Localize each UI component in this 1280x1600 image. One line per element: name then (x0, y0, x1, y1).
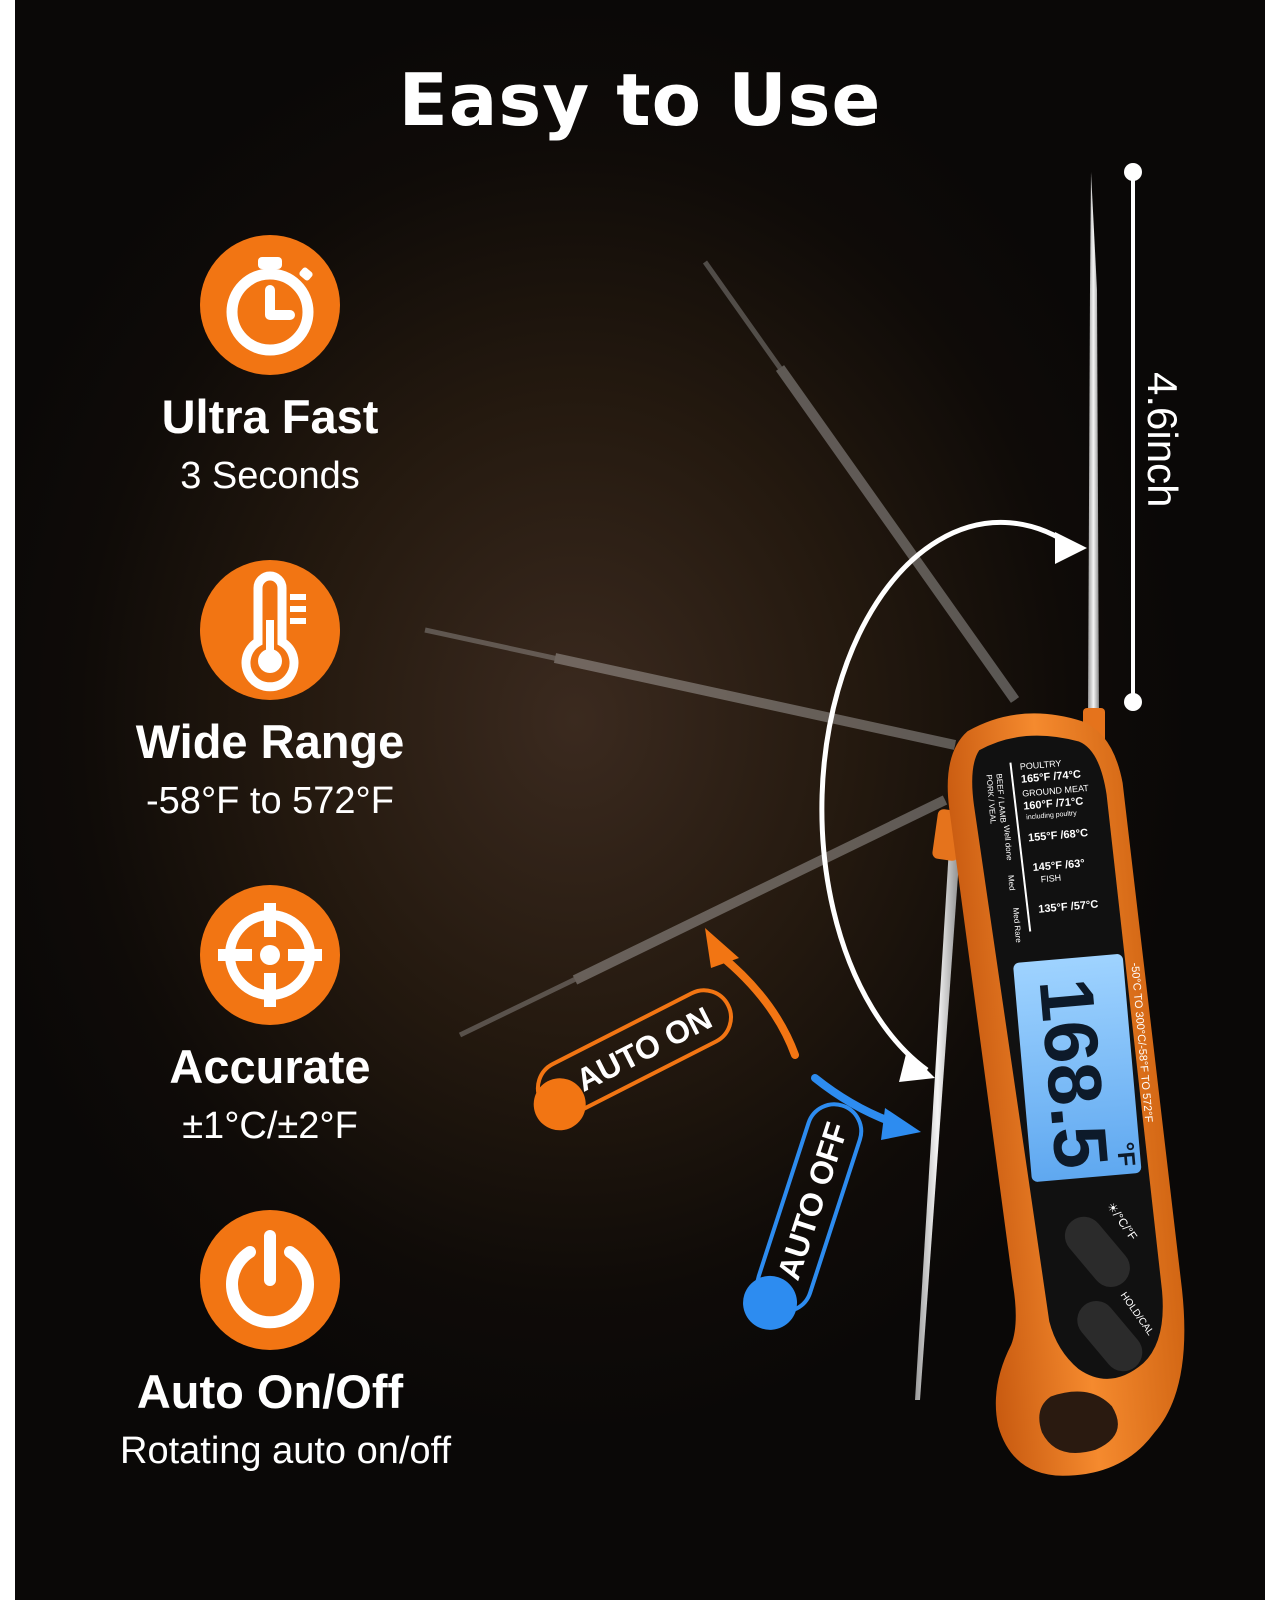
chart-entry-temp: 160°F /71°C (1023, 795, 1084, 812)
feature-name: Accurate (169, 1040, 371, 1093)
arrow-right-blue-icon (881, 1108, 921, 1140)
chart-side-label: PORK / VEAL (984, 774, 997, 825)
auto-on-pill: AUTO ON (533, 988, 733, 1131)
thermometer-body: BEEF / LAMB PORK / VEAL Well done Med Me… (947, 713, 1185, 1476)
thermometer-icon (200, 560, 340, 700)
crosshair-icon (200, 885, 340, 1025)
feature-ultra-fast: Ultra Fast 3 Seconds (120, 235, 420, 499)
folded-probe (915, 848, 960, 1400)
doneness-label: Med Rare (1011, 907, 1023, 943)
arrow-right-icon (1055, 532, 1087, 564)
chart-entry-temp: 155°F /68°C (1028, 827, 1089, 844)
arrow-up-icon (705, 928, 739, 968)
arrow-down-icon (899, 1050, 935, 1082)
chart-side-label: BEEF / LAMB (994, 773, 1007, 823)
feature-name: Ultra Fast (161, 390, 379, 443)
chart-entry-label: POULTRY (1019, 758, 1061, 772)
light-unit-button[interactable] (1057, 1209, 1138, 1295)
hold-cal-button[interactable] (1070, 1293, 1151, 1379)
doneness-label: Med (1006, 875, 1016, 891)
stopwatch-icon (200, 235, 340, 375)
feature-desc: -58°F to 572°F (146, 780, 394, 822)
product-infographic: Easy to Use Ultra Fast 3 Seconds (15, 0, 1265, 1600)
page-title: Easy to Use (398, 58, 882, 142)
feature-accurate: Accurate ±1°C/±2°F (120, 885, 420, 1149)
chart-entry-temp: 145°F /63° (1032, 858, 1085, 875)
display-reading: 168.5 (1023, 975, 1124, 1172)
doneness-label: Well done (1002, 825, 1014, 862)
display-unit: °F (1111, 1141, 1140, 1168)
feature-auto-on-off: Auto On/Off Rotating auto on/off (120, 1210, 451, 1474)
chart-entry-note: FISH (1040, 873, 1061, 885)
ghost-probes (424, 260, 1020, 1038)
feature-desc: ±1°C/±2°F (182, 1105, 358, 1147)
power-icon (200, 1210, 340, 1350)
length-indicator: 4.6inch (1124, 163, 1186, 711)
probe-length-label: 4.6inch (1139, 372, 1186, 507)
chart-entry-note: including poultry (1026, 810, 1078, 821)
feature-name: Auto On/Off (136, 1365, 404, 1418)
chart-entry-temp: 165°F /74°C (1020, 769, 1081, 786)
feature-name: Wide Range (135, 715, 405, 768)
thermometer-illustration: 4.6inch AUTO ON AUTO OFF (424, 163, 1186, 1476)
rotation-arc (819, 519, 1077, 1073)
feature-desc: 3 Seconds (180, 455, 360, 497)
auto-on-label: AUTO ON (570, 1000, 717, 1099)
feature-wide-range: Wide Range -58°F to 572°F (120, 560, 420, 824)
feature-desc: Rotating auto on/off (120, 1430, 451, 1472)
chart-entry-temp: 135°F /57°C (1038, 899, 1099, 916)
lcd-display: 168.5 °F (1013, 954, 1142, 1182)
extended-probe (1088, 172, 1099, 716)
auto-off-pill: AUTO OFF (743, 1102, 864, 1330)
